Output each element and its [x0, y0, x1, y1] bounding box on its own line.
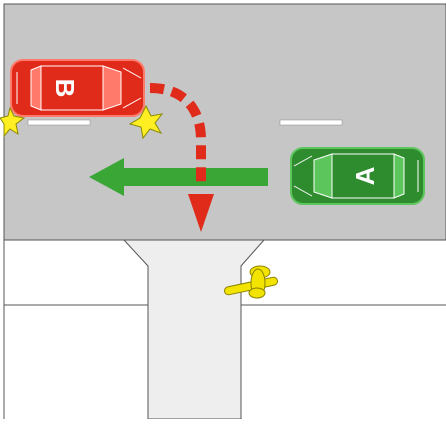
- vehicle-a-rear-window: [394, 154, 404, 198]
- vehicle-b-windshield: [103, 66, 121, 110]
- vehicle-a-label: A: [350, 166, 380, 185]
- lane-marking-left: [28, 120, 90, 125]
- vehicle-b-rear-window: [31, 66, 41, 110]
- cyclist-legs: [249, 288, 265, 298]
- vehicle-b: B: [11, 60, 144, 116]
- vehicle-a-windshield: [314, 154, 332, 198]
- vehicle-b-label: B: [50, 79, 80, 98]
- lane-marking-right: [280, 120, 342, 125]
- vehicle-a: A: [291, 148, 424, 204]
